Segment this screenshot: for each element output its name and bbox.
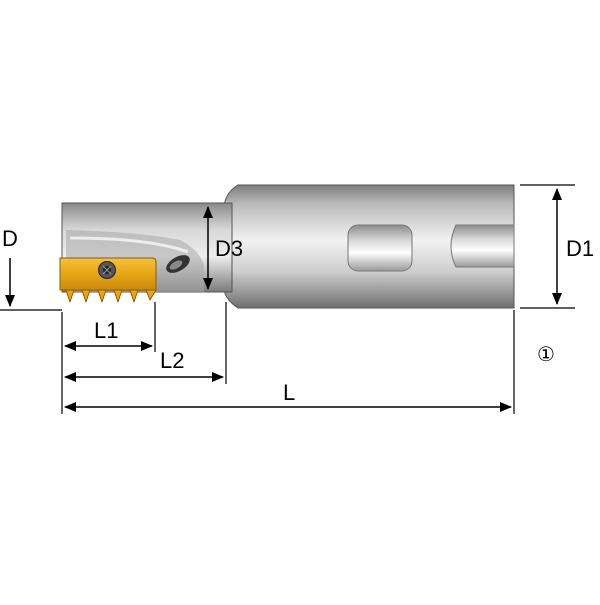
label-D3: D3 xyxy=(215,236,243,261)
dim-L: L xyxy=(64,380,512,412)
dim-D3: D3 xyxy=(203,206,243,290)
dim-L2: L2 xyxy=(64,348,224,382)
thread-insert xyxy=(59,257,157,303)
coolant-hole-icon xyxy=(166,255,190,273)
label-L2: L2 xyxy=(160,348,184,373)
label-L1: L1 xyxy=(94,318,118,343)
label-L: L xyxy=(283,380,295,405)
insert-teeth xyxy=(59,289,157,303)
extension-lines xyxy=(61,302,515,414)
dim-L1: L1 xyxy=(64,318,153,351)
dim-D: D xyxy=(2,226,18,307)
dim-D1: D1 xyxy=(520,184,594,309)
label-D1: D1 xyxy=(566,236,594,261)
shank-flat-right xyxy=(450,224,515,268)
label-D: D xyxy=(2,226,18,251)
shank-flat-left xyxy=(347,224,413,272)
insert-screw-icon xyxy=(98,261,116,279)
tool-shank xyxy=(223,184,515,309)
note-circled-1: ① xyxy=(537,344,555,366)
